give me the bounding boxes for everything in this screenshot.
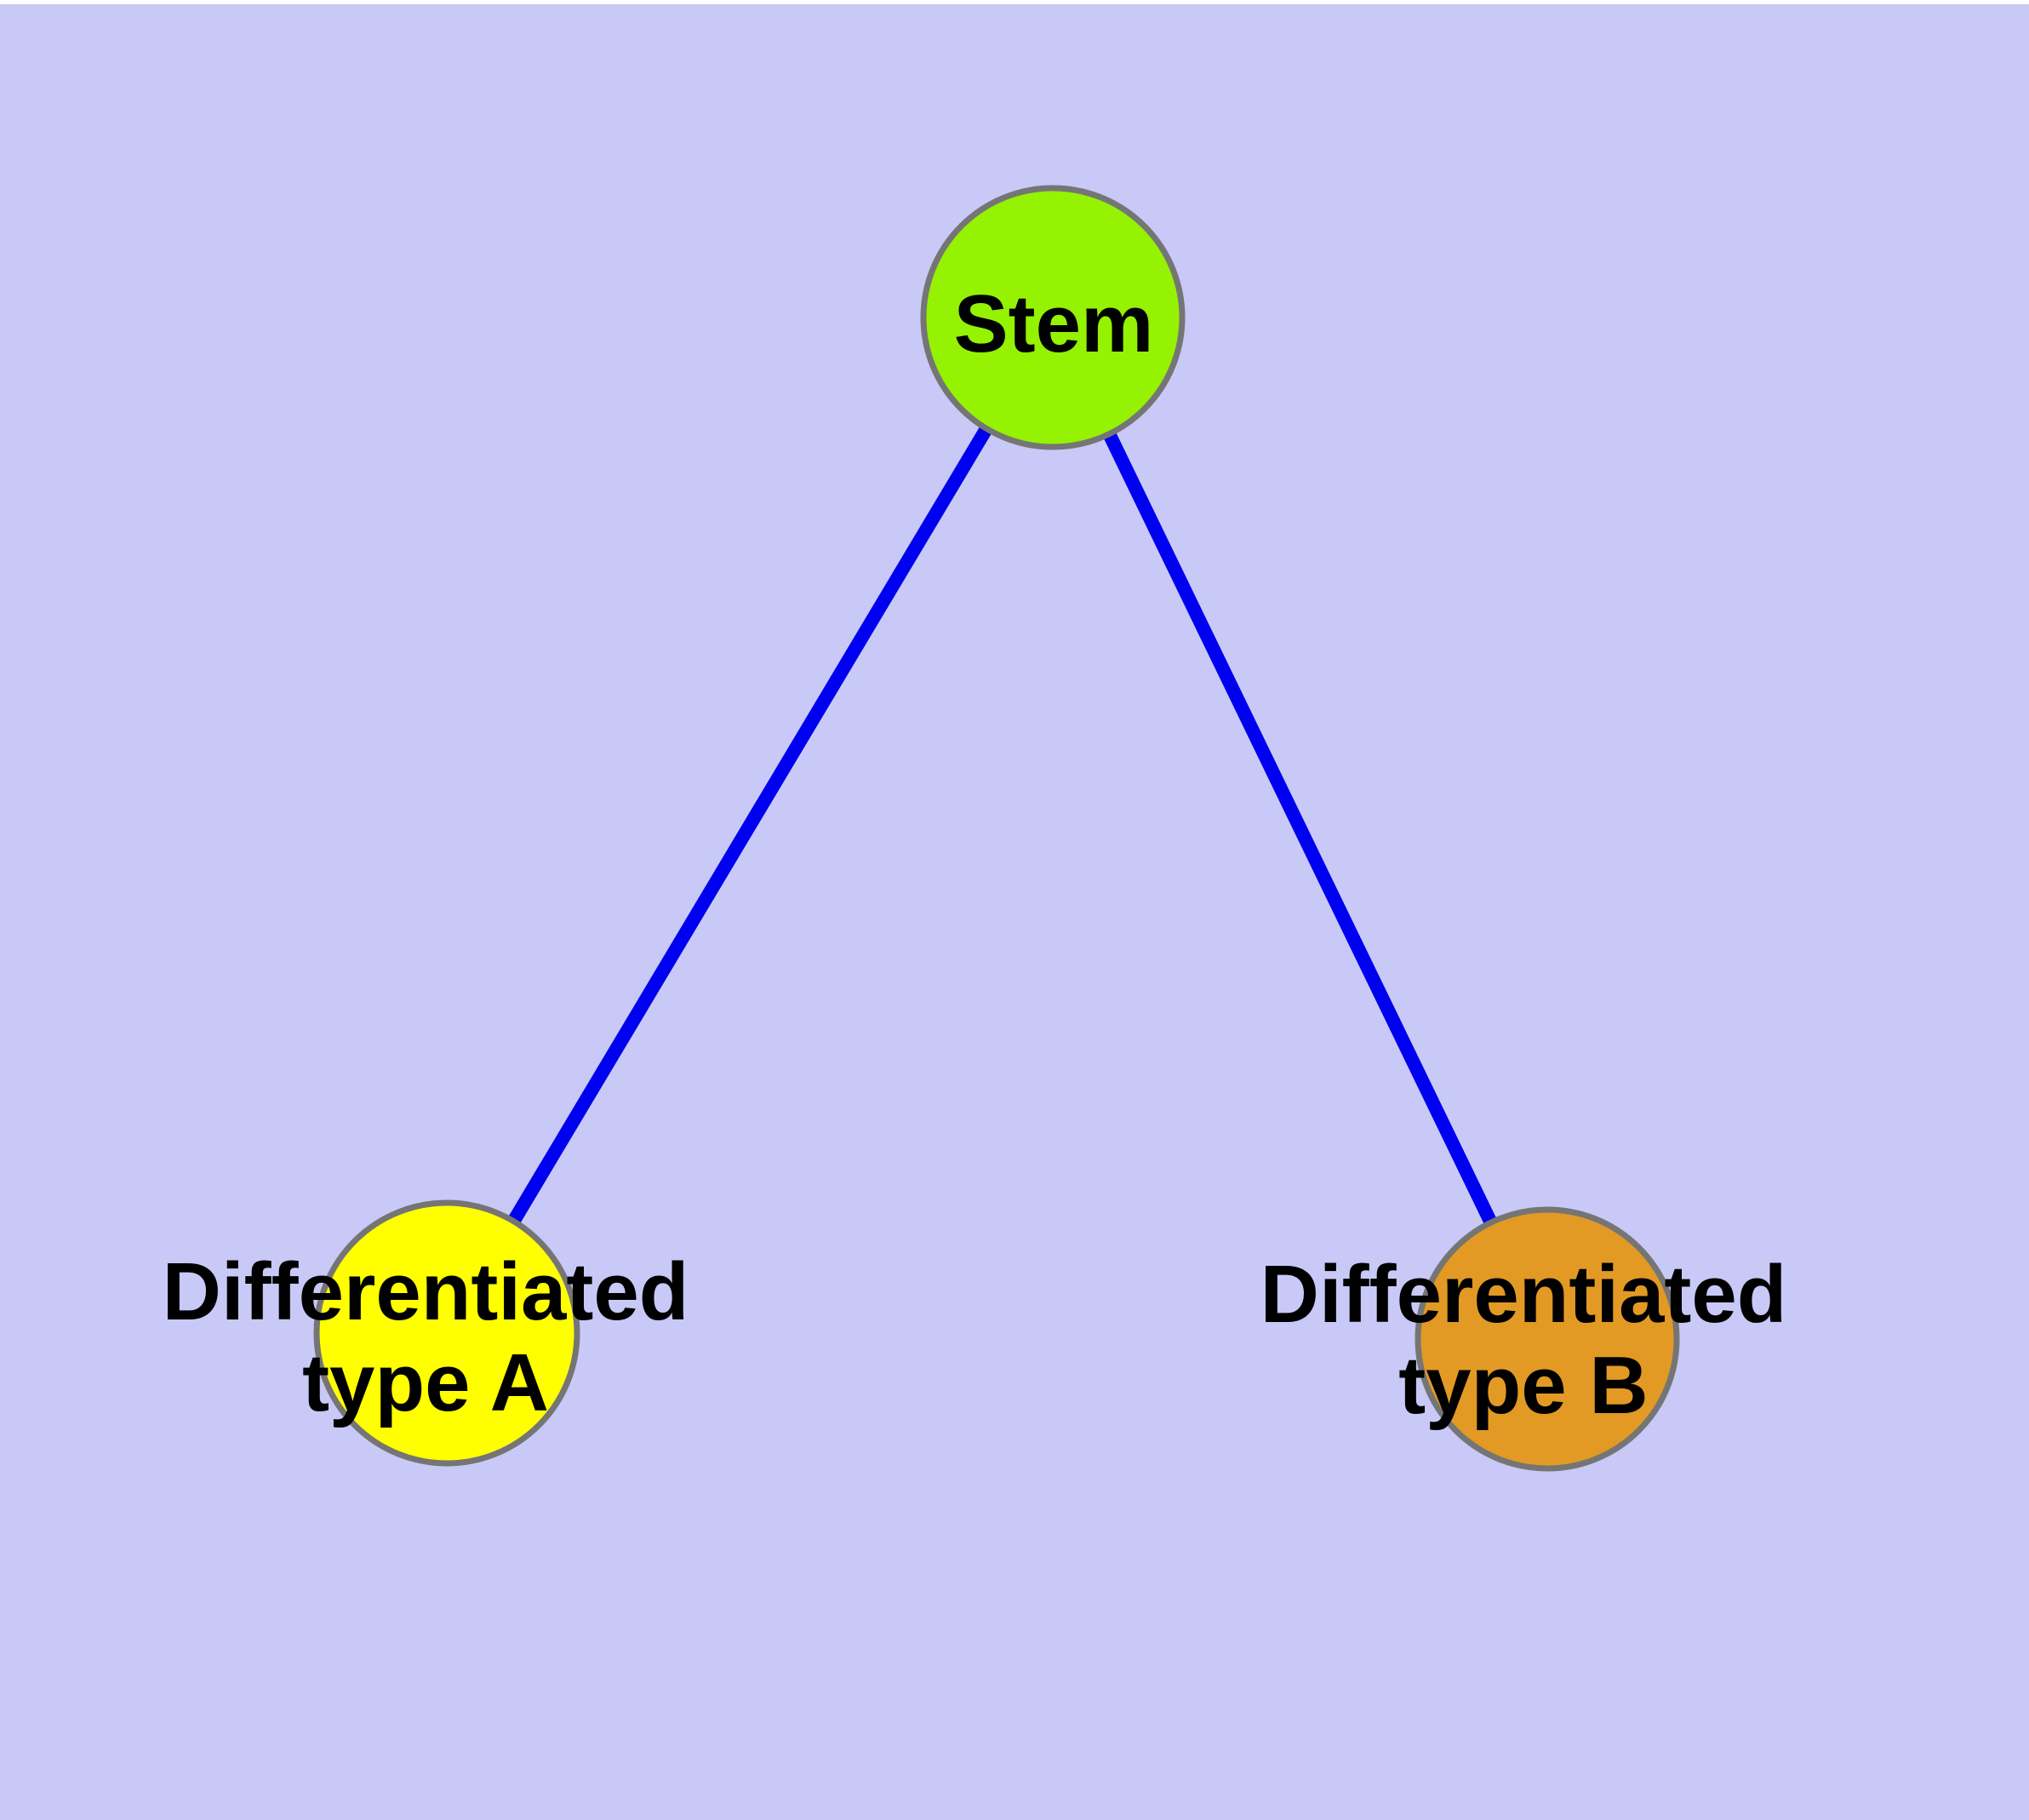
node-circle-differentiated-type-b bbox=[1415, 1206, 1680, 1472]
edge-stem-to-differentiated-type-b bbox=[1046, 314, 1554, 1342]
node-stem: Stem bbox=[920, 185, 1186, 450]
edge-stem-to-differentiated-type-a bbox=[441, 313, 1059, 1337]
node-label-stem: Stem bbox=[954, 278, 1154, 369]
node-circle-stem bbox=[920, 185, 1186, 450]
node-circle-differentiated-type-a bbox=[313, 1199, 580, 1467]
